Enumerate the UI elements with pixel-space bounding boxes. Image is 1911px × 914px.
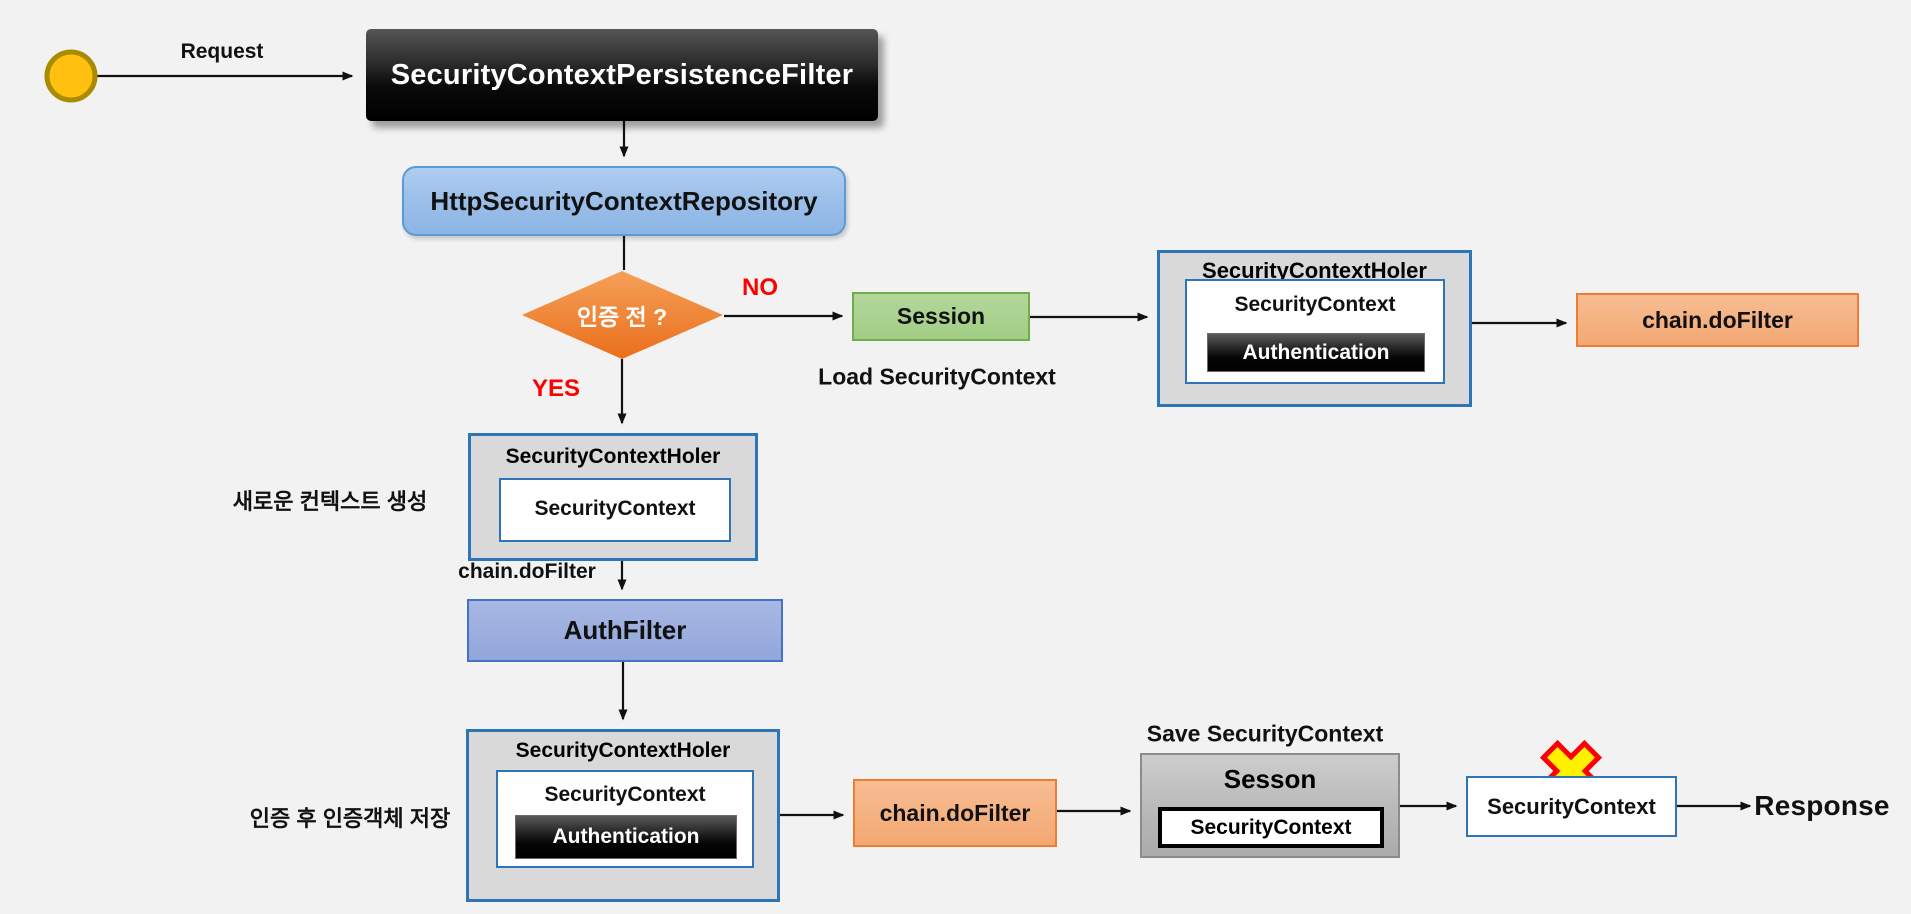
security-context-label: SecurityContext: [534, 497, 696, 520]
security-context-box: SecurityContext Authentication: [496, 770, 754, 868]
flow-arrows: [97, 71, 1752, 820]
yes-edge-label: YES: [531, 375, 581, 402]
decision-diamond-shape: [522, 271, 723, 359]
holder-title: SecurityContextHoler: [515, 739, 731, 762]
node-security-context-holder-loaded: SecurityContextHoler SecurityContext Aut…: [1157, 250, 1472, 407]
note-store-auth: 인증 후 인증객체 저장: [249, 806, 451, 831]
node-security-context-persistence-filter: SecurityContextPersistenceFilter: [366, 29, 878, 121]
security-context-box: SecurityContext Authentication: [1185, 279, 1445, 384]
security-context-label: SecurityContext: [544, 783, 706, 806]
chain-dofilter-edge-label: chain.doFilter: [458, 560, 596, 583]
security-context-box: SecurityContext: [499, 478, 731, 542]
node-label: Session: [896, 303, 986, 329]
node-auth-filter: AuthFilter: [467, 599, 783, 662]
node-security-context-holder-authenticated: SecurityContextHoler SecurityContext Aut…: [466, 729, 780, 902]
holder-title: SecurityContextHoler: [1202, 258, 1427, 283]
authentication-label: Authentication: [552, 825, 700, 848]
holder-title: SecurityContextHoler: [505, 445, 721, 468]
node-sesson: Sesson SecurityContext: [1140, 753, 1400, 858]
node-label: SecurityContext: [1487, 793, 1656, 819]
sesson-title: Sesson: [1223, 764, 1317, 794]
decision-label: 인증 전 ?: [576, 304, 668, 330]
node-label: chain.doFilter: [1642, 306, 1793, 333]
no-edge-label: NO: [742, 274, 778, 301]
node-chain-dofilter-bottom: chain.doFilter: [853, 779, 1057, 847]
node-label: SecurityContextPersistenceFilter: [390, 58, 854, 91]
authentication-box: Authentication: [515, 815, 737, 859]
security-context-box: SecurityContext: [1158, 807, 1384, 848]
response-label: Response: [1754, 790, 1890, 821]
save-security-context-label: Save SecurityContext: [1146, 720, 1384, 747]
security-context-label: SecurityContext: [1190, 815, 1352, 839]
node-security-context-holder-new: SecurityContextHoler SecurityContext: [468, 433, 758, 561]
node-session: Session: [852, 292, 1030, 341]
start-circle: [44, 49, 98, 103]
node-label: chain.doFilter: [879, 799, 1031, 826]
security-context-label: SecurityContext: [1234, 293, 1396, 316]
node-http-security-context-repository: HttpSecurityContextRepository: [402, 166, 846, 236]
node-chain-dofilter-top: chain.doFilter: [1576, 293, 1859, 347]
node-label: HttpSecurityContextRepository: [430, 185, 818, 216]
node-label: AuthFilter: [563, 615, 687, 645]
authentication-label: Authentication: [1242, 340, 1390, 364]
load-security-context-label: Load SecurityContext: [818, 363, 1056, 390]
authentication-box: Authentication: [1207, 333, 1425, 372]
note-new-context: 새로운 컨텍스트 생성: [232, 489, 428, 514]
node-security-context-discarded: SecurityContext: [1466, 776, 1677, 837]
request-edge-label: Request: [180, 40, 264, 63]
